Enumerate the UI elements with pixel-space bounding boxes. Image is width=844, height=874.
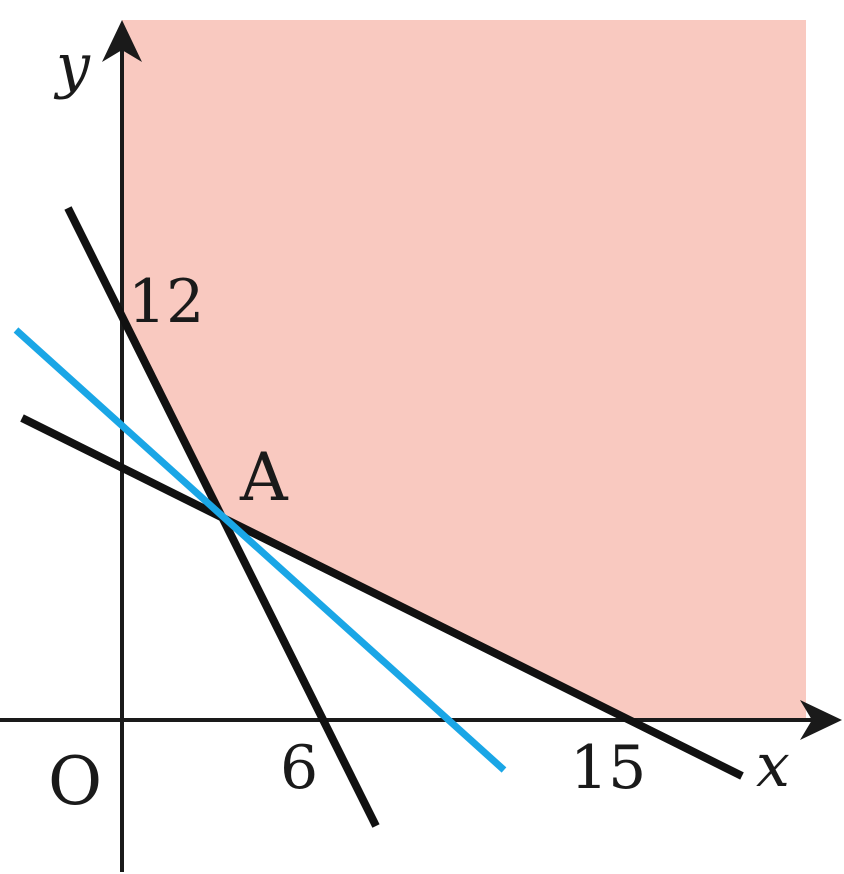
constraint-line-shallow xyxy=(20,414,744,780)
tick-label-y-12: 12 xyxy=(128,267,204,337)
x-axis-arrow xyxy=(800,700,842,740)
y-axis-arrow xyxy=(102,20,142,62)
y-axis-label: y xyxy=(53,31,91,101)
origin-label: O xyxy=(48,743,102,820)
objective-line xyxy=(13,327,507,773)
tick-label-x-6: 6 xyxy=(280,733,318,803)
tick-label-x-15: 15 xyxy=(570,733,646,803)
point-a-label: A xyxy=(239,439,289,516)
feasible-region xyxy=(122,20,806,720)
x-axis-label: x xyxy=(756,731,790,801)
